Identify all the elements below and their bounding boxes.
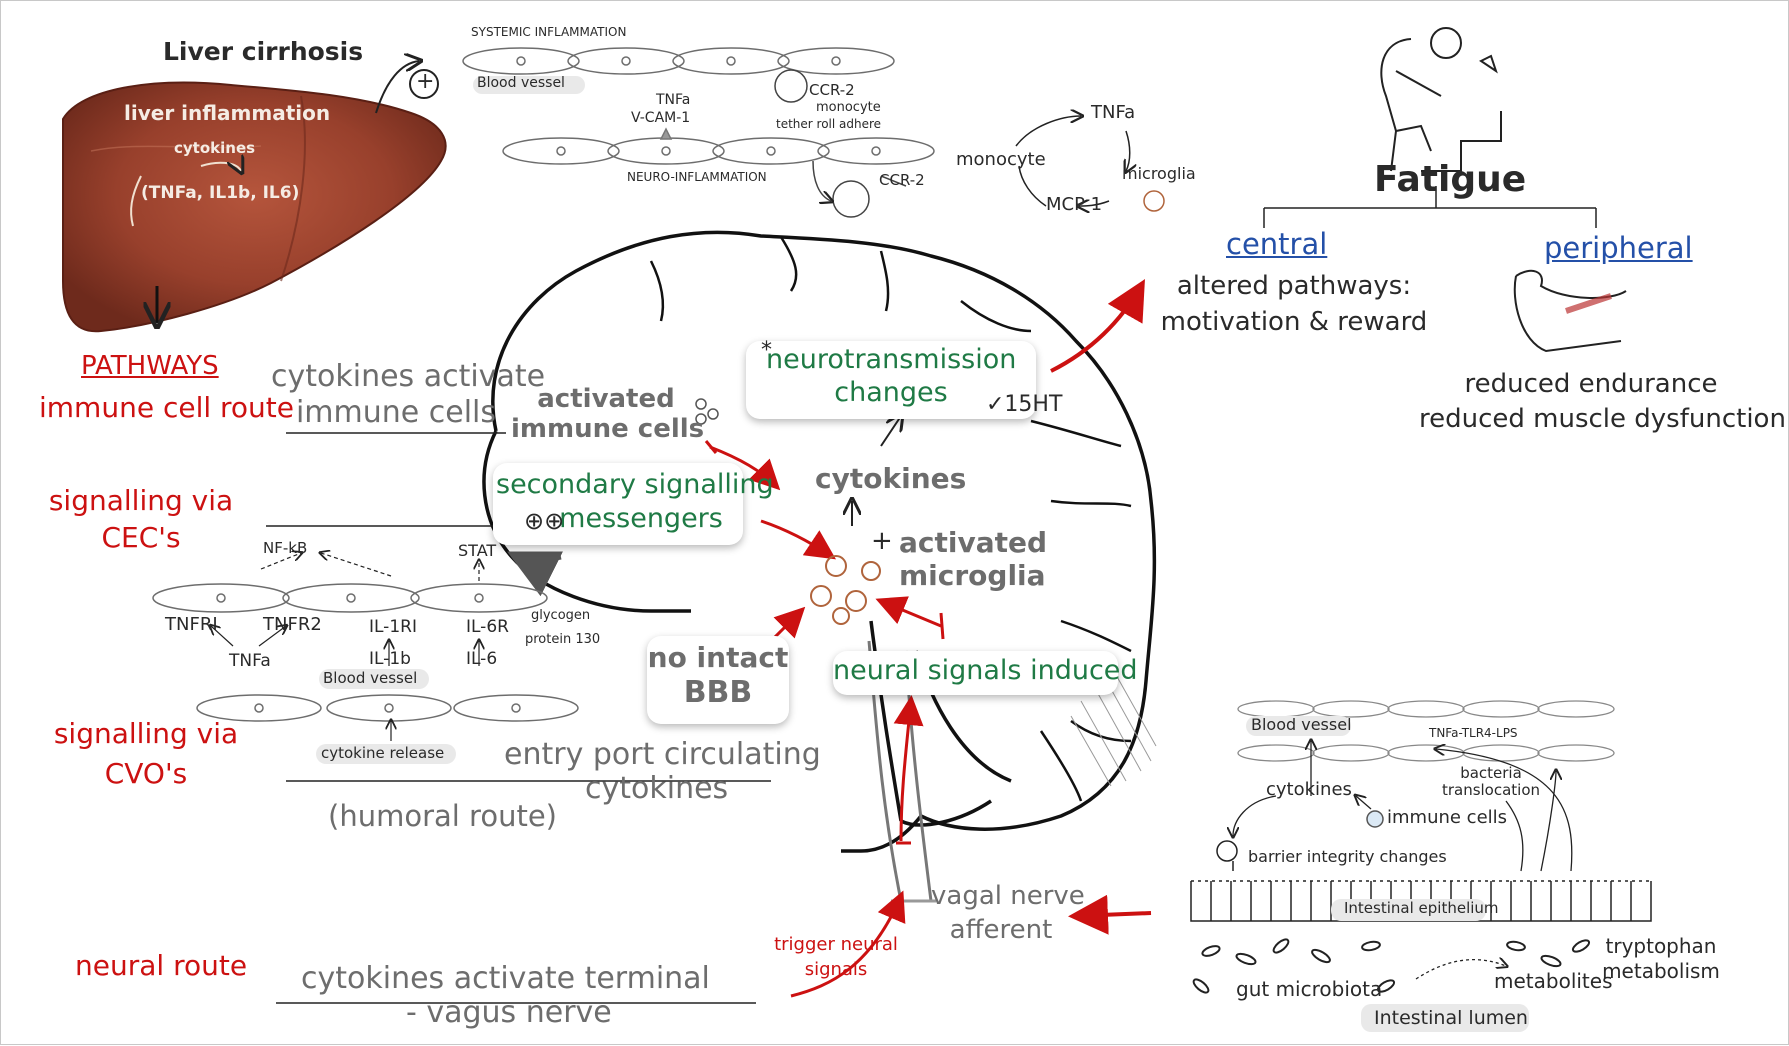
cvo-label-2: CVO's (46, 759, 246, 788)
cec-vessel-panel (153, 584, 578, 721)
cycle-microglia: microglia (1122, 166, 1196, 183)
cec-tnfa-label: TNFa (229, 653, 271, 671)
vagus-route-2: - vagus nerve (406, 997, 612, 1029)
plus-plus-symbol: ⊕⊕ (524, 509, 564, 534)
liver-cytokine-list: (TNFa, IL1b, IL6) (141, 185, 299, 203)
tnfr2-label: TNFR2 (263, 616, 322, 635)
il6r-label: IL-6R (466, 619, 509, 637)
immune-cell-icon (1367, 811, 1383, 827)
liver-plus-label: + (416, 70, 434, 93)
no-intact-2: BBB (647, 677, 789, 709)
blood-vessel-label-top: Blood vessel (477, 76, 565, 91)
epithelium-label: Intestinal epithelium (1344, 901, 1499, 917)
brain-cytokines-label: cytokines (815, 464, 966, 493)
cec-label-1: signalling via (41, 486, 241, 515)
cec-arrows (211, 553, 479, 741)
peripheral-desc-2: reduced muscle dysfunction (1419, 406, 1779, 433)
tryptophan-label-2: metabolism (1601, 961, 1721, 982)
monocyte-label-top: monocyte (816, 101, 881, 115)
gut-blood-vessel-label: Blood vessel (1251, 717, 1352, 734)
glycogen-label-2: protein 130 (525, 633, 600, 647)
gut-cytokines-label: cytokines (1266, 781, 1352, 800)
vagal-label-1: vagal nerve (931, 883, 1071, 910)
activated-immune-2: immune cells (511, 416, 701, 443)
systemic-inflammation-label: SYSTEMIC INFLAMMATION (471, 26, 626, 39)
central-desc-2: motivation & reward (1134, 309, 1454, 336)
cycle-monocyte: monocyte (956, 151, 1046, 170)
glycogen-label-1: glycogen (531, 609, 590, 623)
vcam-label: V-CAM-1 (631, 111, 690, 126)
nfkb-label: NF-kB (263, 541, 307, 557)
humoral-route: (humoral route) (328, 801, 557, 831)
liver-cytokines-label: cytokines (174, 141, 255, 157)
fatigue-peripheral: peripheral (1544, 233, 1693, 263)
route-cytokines-activate-2: immune cells (271, 397, 521, 429)
tnfr1-label: TNFRI (165, 616, 218, 635)
cycle-mcp1: MCP 1 (1046, 196, 1102, 215)
vagal-label-2: afferent (931, 917, 1071, 944)
neuro-inflammation-label: NEURO-INFLAMMATION (627, 171, 767, 184)
il6-label: IL-6 (466, 651, 497, 669)
cec-blood-vessel-label: Blood vessel (323, 671, 417, 687)
ccr2-label-bottom: CCR-2 (879, 173, 925, 189)
fatigue-figure (1381, 28, 1501, 171)
top-vessel-panel (463, 48, 934, 217)
trigger-label-1: trigger neural (771, 936, 901, 955)
lumen-label: Intestinal lumen (1374, 1009, 1528, 1029)
liver-title: Liver cirrhosis (163, 39, 363, 65)
route-cytokines-activate-1: cytokines activate (271, 361, 521, 393)
il1b-label: IL-1b (369, 651, 411, 669)
neural-route: neural route (75, 951, 247, 980)
tether-label: tether roll adhere (776, 118, 881, 131)
entry-port-1: entry port circulating (504, 739, 821, 771)
pathways-heading: PATHWAYS (81, 353, 219, 380)
activated-immune-1: activated (511, 386, 701, 413)
microglia-cluster (811, 556, 880, 624)
cycle-tnfa: TNFa (1091, 104, 1135, 123)
gut-immune-cells-label: immune cells (1387, 809, 1507, 828)
stat-label: STAT (458, 543, 496, 560)
trigger-label-2: signals (771, 961, 901, 980)
fatigue-title: Fatigue (1374, 161, 1526, 199)
tlr-label: TNFa-TLR4-LPS (1429, 727, 1518, 740)
microglia-plus: + (871, 528, 893, 555)
central-desc-1: altered pathways: (1164, 273, 1424, 300)
ccr2-label-top: CCR-2 (809, 83, 855, 99)
activated-microglia-2: microglia (899, 561, 1029, 590)
tryptophan-label-1: tryptophan (1601, 936, 1721, 957)
vagus-route-1: cytokines activate terminal (301, 963, 710, 995)
neurotransmission-2: changes (766, 379, 1016, 407)
cytokine-release-label: cytokine release (321, 746, 444, 762)
cvo-label-1: signalling via (46, 719, 246, 748)
il1r1-label: IL-1RI (369, 619, 417, 637)
microbiota-label: gut microbiota (1236, 979, 1382, 1000)
neural-signals-label: neural signals induced (833, 657, 1118, 685)
entry-port-2: cytokines (585, 773, 728, 805)
metabolites-label: metabolites (1494, 971, 1613, 992)
tnfa-label-top: TNFa (656, 93, 690, 108)
barrier-label: barrier integrity changes (1248, 849, 1447, 866)
neurotransmission-1: neurotransmission (766, 346, 1016, 374)
secondary-signalling-1: secondary signalling (496, 471, 741, 499)
secondary-signalling-2: messengers (541, 505, 741, 533)
cec-label-2: CEC's (41, 523, 241, 552)
activated-microglia-1: activated (899, 528, 1029, 557)
bacteria-label-1: bacteria (1441, 766, 1541, 782)
arm-muscle-icon (1515, 271, 1626, 351)
liver-inflammation-label: liver inflammation (124, 103, 330, 124)
no-intact-1: no intact (647, 643, 789, 672)
serotonin-label: ✓15HT (986, 393, 1062, 416)
fatigue-central: central (1226, 229, 1327, 259)
bacteria-label-2: translocation (1441, 783, 1541, 799)
immune-cell-route: immune cell route (39, 393, 294, 422)
peripheral-desc-1: reduced endurance (1441, 371, 1741, 398)
